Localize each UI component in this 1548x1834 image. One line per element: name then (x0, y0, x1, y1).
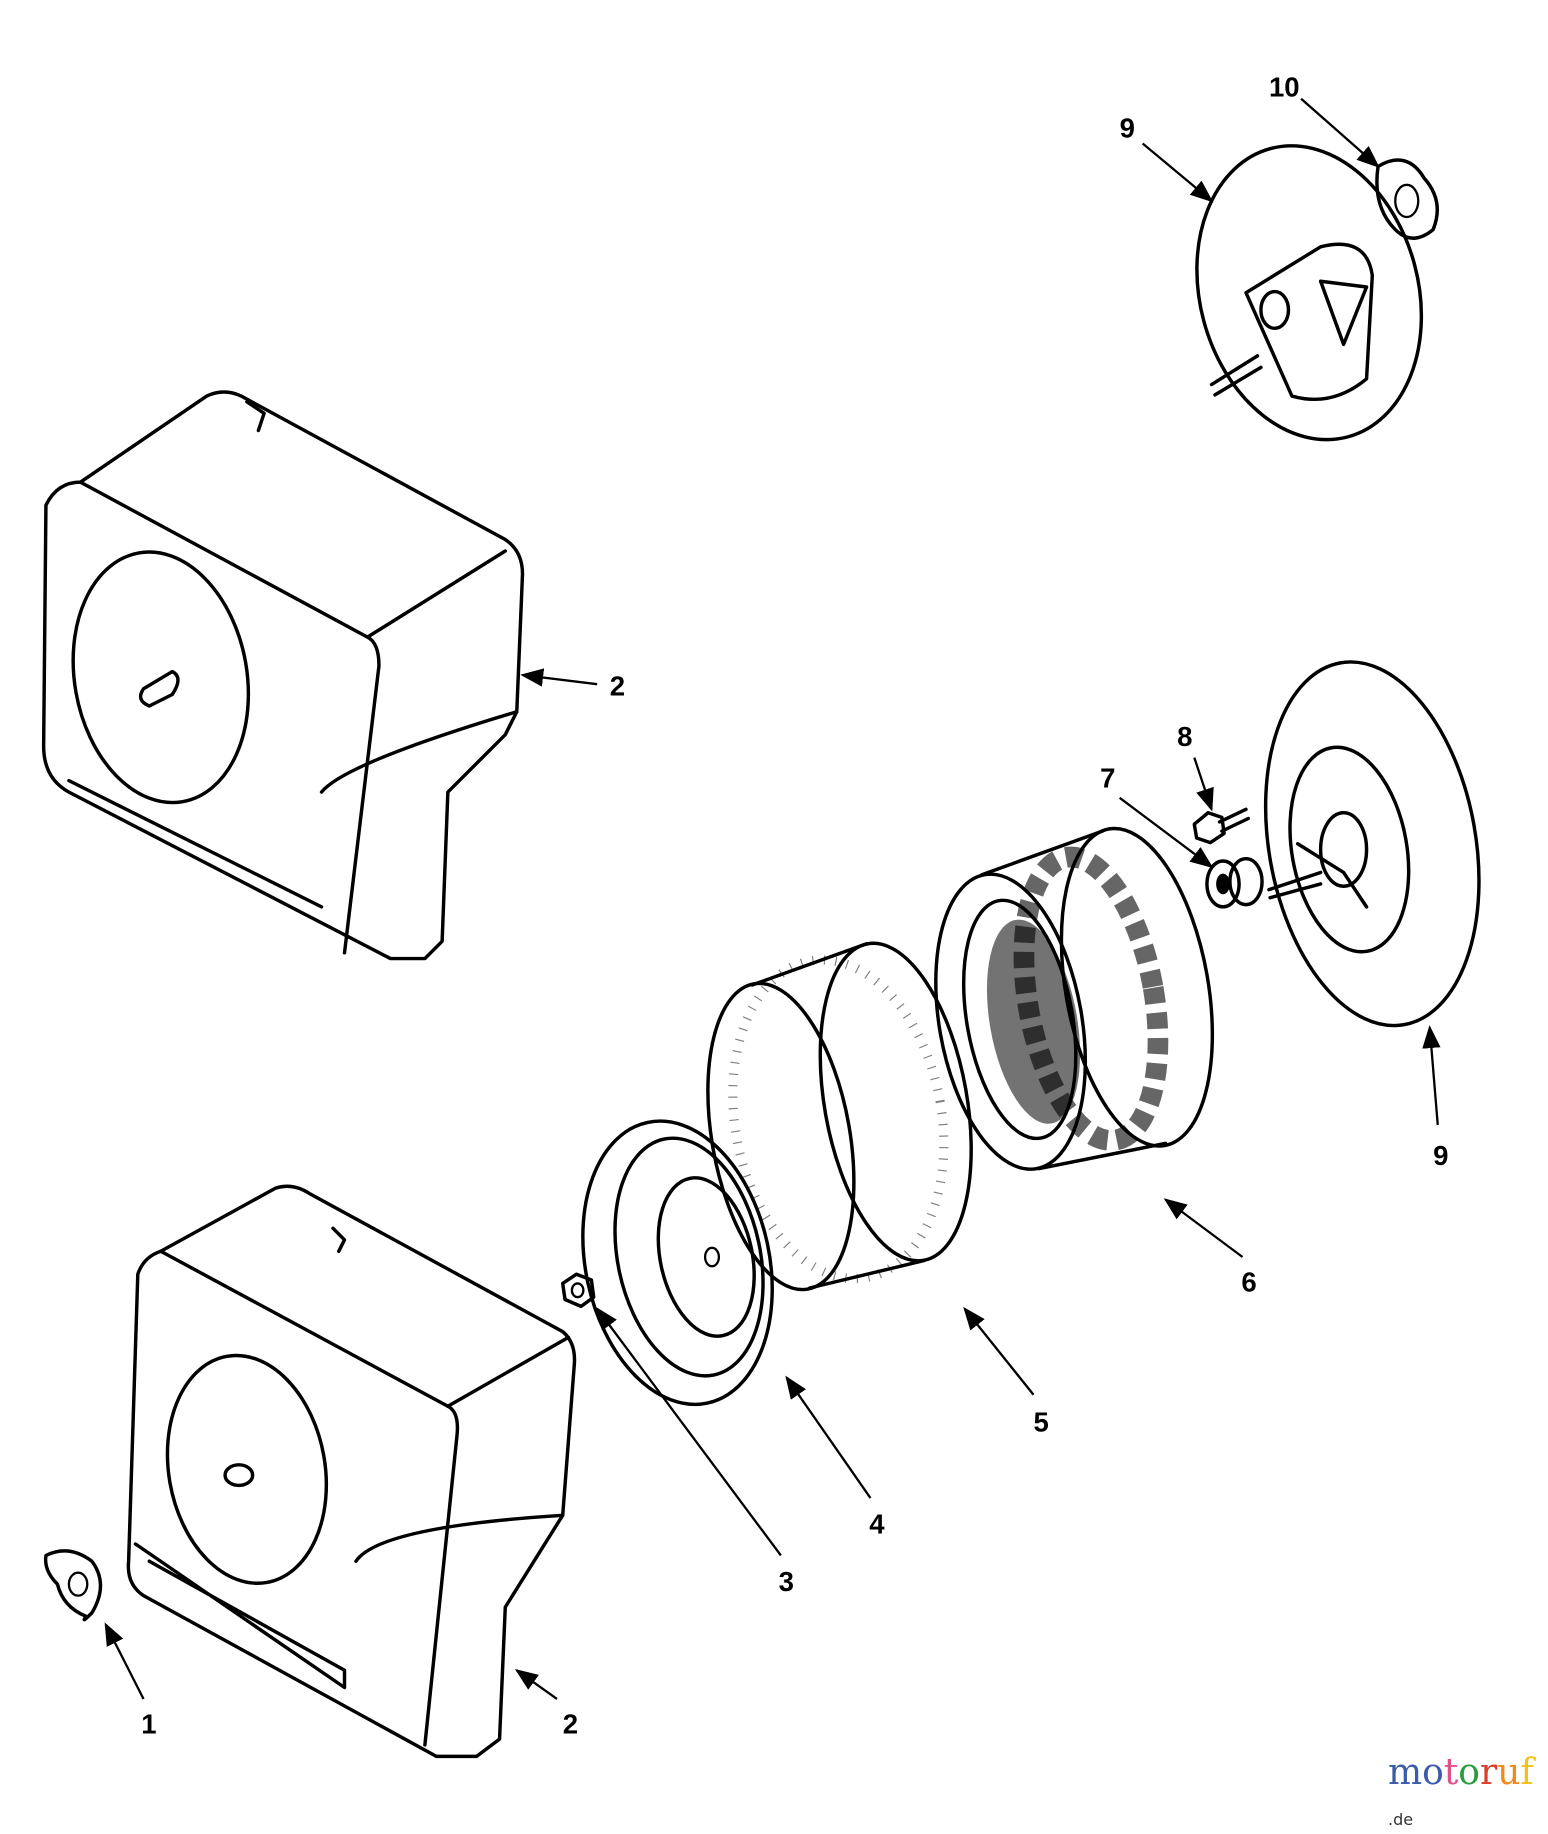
callout-2-bottom: 2 (563, 1708, 578, 1739)
callout-7: 7 (1100, 763, 1115, 794)
watermark-letter: u (1497, 1752, 1521, 1793)
paper-air-filter (934, 826, 1215, 1171)
callout-8: 8 (1177, 721, 1192, 752)
watermark-letter: o (1422, 1752, 1444, 1793)
callout-2-top: 2 (610, 671, 625, 702)
hex-nut (560, 1272, 596, 1309)
callout-10: 10 (1269, 71, 1300, 102)
foam-precleaner (706, 941, 973, 1292)
watermark-logo: motoruf .de (1388, 1752, 1548, 1834)
callout-9-top: 9 (1120, 113, 1135, 144)
callout-9-right: 9 (1433, 1140, 1448, 1171)
lock-washer (1375, 158, 1439, 240)
watermark-letter: m (1388, 1752, 1423, 1793)
screw (1192, 807, 1250, 845)
callout-1: 1 (141, 1708, 156, 1739)
air-cleaner-cover-top (41, 390, 525, 961)
watermark-letter: t (1443, 1752, 1459, 1793)
back-plate-alt (1195, 144, 1424, 442)
watermark-suffix: .de (1388, 1810, 1414, 1829)
leader-lines (104, 97, 1441, 1700)
callout-6: 6 (1241, 1266, 1256, 1297)
spacer (1205, 856, 1264, 909)
callout-5: 5 (1034, 1407, 1049, 1438)
watermark-letter: f (1520, 1752, 1534, 1793)
back-plate (1263, 660, 1481, 1028)
wing-nut (43, 1549, 103, 1622)
watermark-letter: o (1458, 1752, 1480, 1793)
watermark-letter: r (1479, 1752, 1498, 1793)
air-cleaner-cover-bottom (126, 1184, 577, 1759)
callout-3: 3 (779, 1566, 794, 1597)
filter-cover-plate (581, 1119, 774, 1407)
callout-4: 4 (869, 1509, 885, 1540)
